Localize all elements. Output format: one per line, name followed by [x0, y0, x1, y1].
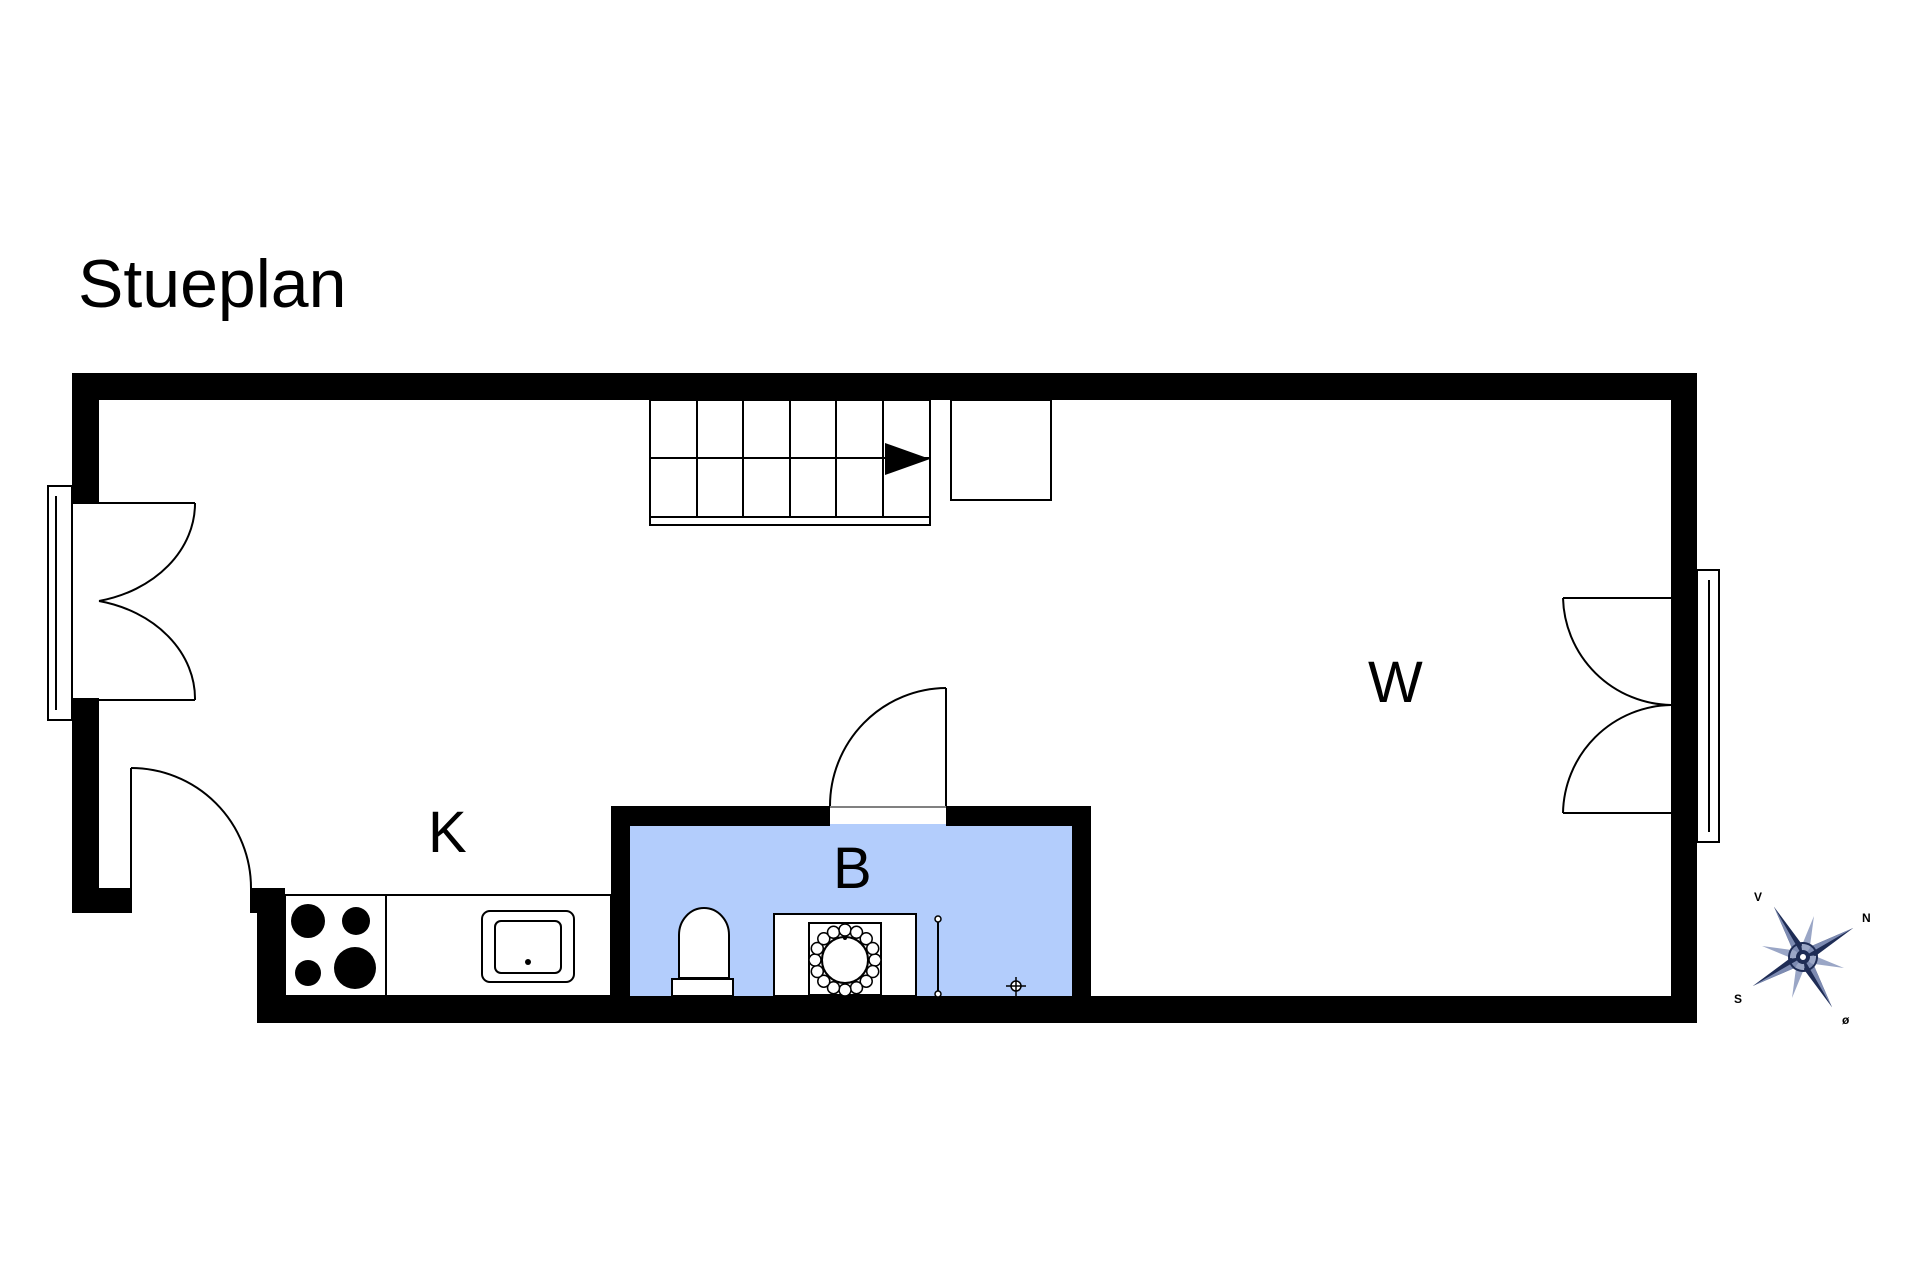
room-label-living: W: [1368, 650, 1423, 715]
room-label-bathroom: B: [833, 836, 872, 901]
stove-icon: [291, 904, 376, 989]
room-label-kitchen: K: [428, 800, 467, 865]
bathroom-door: [829, 687, 947, 808]
kitchen-door: [130, 767, 252, 912]
compass-rose: V N S ø: [1734, 890, 1871, 1027]
exterior-walls: [72, 373, 1697, 1023]
right-double-door: [1562, 597, 1697, 814]
floor-title: Stueplan: [78, 246, 346, 322]
compass-star-icon: [1752, 906, 1854, 1008]
floor-drain-icon: [1006, 977, 1026, 996]
compass-west: V: [1754, 890, 1762, 904]
bathroom-sink-icon: [773, 913, 917, 997]
compass-north: N: [1862, 911, 1871, 925]
bathroom-walls: [611, 806, 1091, 1011]
kitchen-counter: [284, 894, 612, 997]
toilet-icon: [671, 907, 734, 997]
left-window-frame: [47, 485, 73, 721]
staircase: [649, 399, 1052, 526]
compass-east: ø: [1842, 1013, 1850, 1027]
compass-south: S: [1734, 992, 1742, 1006]
kitchen-sink-icon: [481, 910, 575, 983]
right-window-frame: [1696, 569, 1720, 843]
stair-direction-arrow: [885, 443, 930, 475]
left-double-door: [72, 502, 197, 701]
shower-rail-icon: [934, 915, 942, 998]
